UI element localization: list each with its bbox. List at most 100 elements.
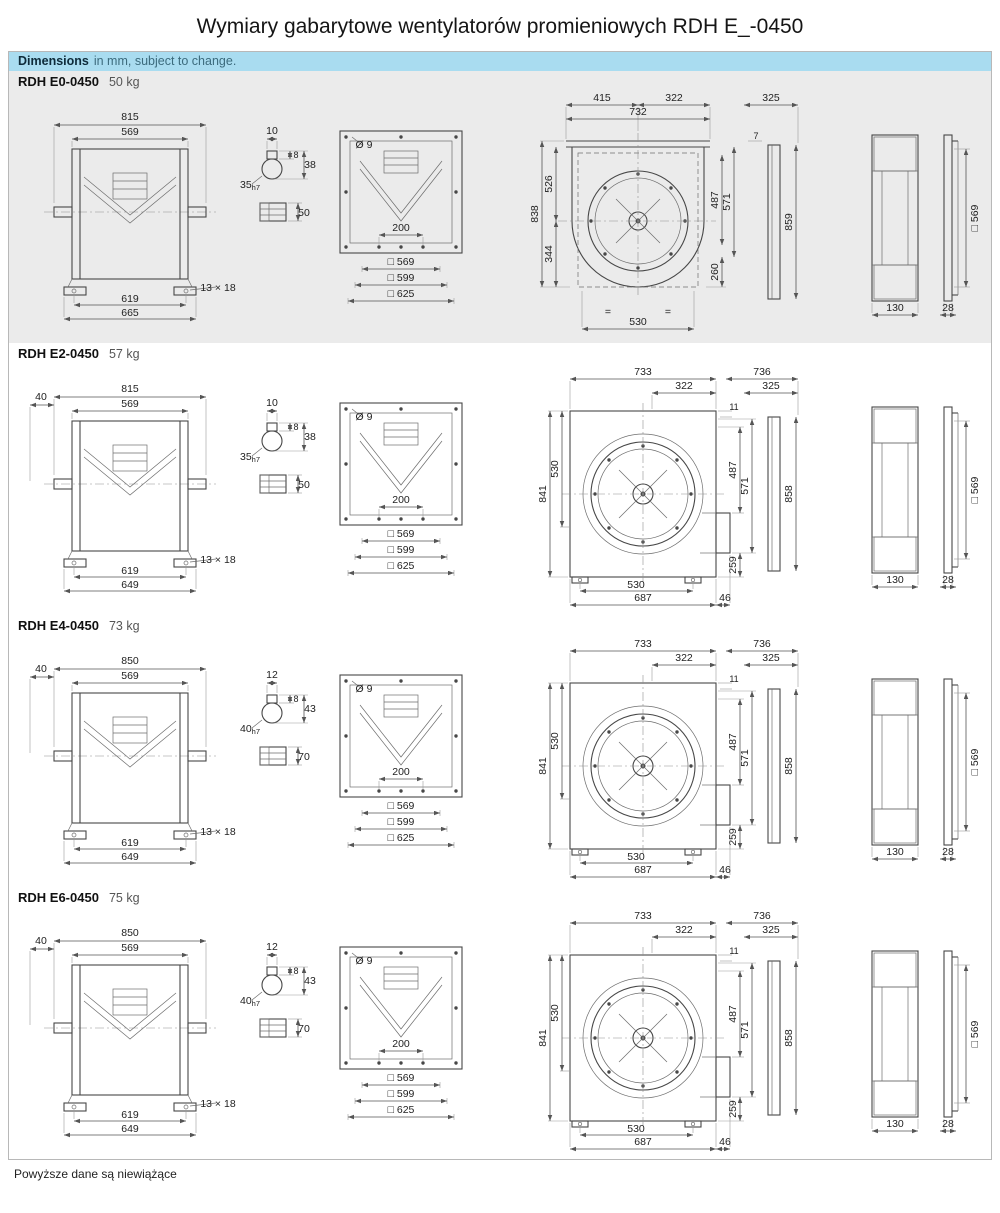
- inlet-panel-view: Ø 9 200 □ 569 □ 599 □ 625: [339, 402, 463, 576]
- dim-plate-square: □ 569: [969, 204, 981, 231]
- fan-side-view: 815 569 619 665 13 × 18: [44, 111, 236, 322]
- model-section: RDH E6-0450 75 kg 850: [9, 887, 991, 1159]
- dim-square-3: □ 625: [388, 832, 415, 844]
- dim-foot-slot-note: 13 × 18: [200, 282, 235, 294]
- dim-center-to-edge: 322: [675, 380, 693, 392]
- dim-shaft-diameter: 40h7: [240, 995, 260, 1008]
- inlet-ring-profile: 130: [871, 950, 919, 1134]
- dim-square-2: □ 599: [388, 544, 415, 556]
- dim-square-2: □ 599: [388, 816, 415, 828]
- dim-key-height: 8: [293, 694, 298, 704]
- scroll-housing-view: 733 322 11 841 530 487 571 259: [537, 366, 799, 608]
- dim-square-1: □ 569: [388, 528, 415, 540]
- dim-square-3: □ 625: [388, 288, 415, 300]
- dim-hub-length: 50: [298, 479, 310, 491]
- dim-plate-gap: 11: [729, 402, 738, 412]
- dim-inlet-frame-height: 571: [721, 193, 733, 211]
- dim-shaft-diameter: 35h7: [240, 179, 260, 192]
- scroll-housing-view: 733 322 11 841 530 487 571 259: [537, 910, 799, 1152]
- dim-bolt-pitch: 200: [392, 494, 410, 506]
- dim-top-to-center: 530: [549, 460, 561, 478]
- dim-plate-height: 858: [783, 485, 795, 503]
- dim-plate-square: □ 569: [969, 1020, 981, 1047]
- dim-foot-span: 530: [627, 1123, 645, 1135]
- dim-overall-width: 850: [121, 655, 139, 667]
- model-weight: 75 kg: [108, 891, 140, 905]
- model-name: RDH E4-0450: [18, 618, 99, 633]
- fan-side-view: 850 569 619 649 13 × 18 40: [29, 655, 236, 866]
- dim-shaft-total: 38: [304, 431, 316, 443]
- dim-shaft-offset-group: 40: [29, 391, 54, 481]
- dim-square-1: □ 569: [388, 1072, 415, 1084]
- dim-base-width: 665: [121, 307, 139, 319]
- dim-base-span: 530: [629, 316, 647, 328]
- wall-plate-profile: □ 569 28: [940, 134, 981, 318]
- shaft-end-detail: 10 8 38 35h7 50: [240, 125, 316, 222]
- dim-plate-thickness: 28: [942, 1118, 954, 1130]
- dim-scroll-width: 733: [634, 910, 652, 922]
- dimensions-label: Dimensions: [18, 54, 89, 68]
- dim-inlet-ring-height: 487: [727, 461, 739, 479]
- dim-base-width: 649: [121, 579, 139, 591]
- dim-key-width: 10: [266, 125, 278, 137]
- dim-bolt-pitch: 200: [392, 766, 410, 778]
- wall-plate-profile: □ 569 28: [940, 406, 981, 590]
- dim-top-to-center: 530: [549, 732, 561, 750]
- dim-shaft-total: 43: [304, 703, 316, 715]
- dim-foot-slot-note: 13 × 18: [200, 1098, 235, 1110]
- inlet-ring-profile: 130: [871, 406, 919, 590]
- dim-bolt-hole-dia: Ø 9: [356, 955, 373, 967]
- equal-mark: =: [665, 306, 671, 318]
- dim-shaft-offset: 40: [35, 663, 47, 675]
- model-name: RDH E2-0450: [18, 346, 99, 361]
- footer-note: Powyższe dane są niewiążące: [14, 1167, 177, 1181]
- dim-housing-width: 569: [121, 398, 139, 410]
- dim-scroll-top-right: 322: [665, 92, 683, 104]
- inlet-panel-view: Ø 9 200 □ 569 □ 599 □ 625: [339, 946, 463, 1120]
- dim-plate-thickness: 28: [942, 846, 954, 858]
- dim-housing-width: 569: [121, 942, 139, 954]
- dimensions-bar: Dimensions in mm, subject to change.: [9, 52, 991, 71]
- dim-key-height: 8: [293, 422, 298, 432]
- dimensions-note: in mm, subject to change.: [93, 54, 237, 68]
- dim-scroll-height-total: 838: [529, 205, 541, 223]
- dim-overall-width: 850: [121, 927, 139, 939]
- dim-scroll-height-total: 841: [537, 485, 549, 503]
- dim-foot-hole-span: 619: [121, 837, 139, 849]
- dimension-drawing: 850 569 619 649 13 × 18 40: [29, 910, 981, 1152]
- shaft-end-detail: 12 8 43 40h7 70: [240, 941, 316, 1038]
- model-name: RDH E6-0450: [18, 890, 99, 905]
- dim-shaft-offset-group: 40: [29, 663, 54, 753]
- dim-bottom-offset: 259: [727, 556, 739, 574]
- dim-plate-total-depth: 736: [753, 910, 771, 922]
- dim-inlet-frame-height: 571: [739, 477, 751, 495]
- dim-base-depth: 687: [634, 864, 652, 876]
- dim-key-width: 10: [266, 397, 278, 409]
- dim-outlet-offset: 46: [719, 864, 731, 876]
- dimension-drawing: 815 569 619 649 13 × 18 40: [29, 366, 981, 608]
- dim-foot-hole-span: 619: [121, 565, 139, 577]
- dim-scroll-width: 733: [634, 366, 652, 378]
- dim-key-height: 8: [293, 966, 298, 976]
- dim-shaft-offset-group: 40: [29, 935, 54, 1025]
- dim-ring-depth: 130: [886, 1118, 904, 1130]
- dim-plate-height: 858: [783, 1029, 795, 1047]
- dim-plate-square: □ 569: [969, 476, 981, 503]
- inlet-panel-view: Ø 9 200 □ 569 □ 599 □ 625: [339, 130, 463, 304]
- model-name: RDH E0-0450: [18, 74, 99, 89]
- dim-plate-gap: 11: [729, 946, 738, 956]
- model-label: RDH E6-0450 75 kg: [9, 887, 991, 907]
- dim-top-to-center: 530: [549, 1004, 561, 1022]
- dim-scroll-top-left: 415: [593, 92, 611, 104]
- dim-center-to-edge: 322: [675, 924, 693, 936]
- dim-shaft-total: 43: [304, 975, 316, 987]
- dim-plate-height: 859: [783, 213, 795, 231]
- equal-mark: =: [605, 306, 611, 318]
- wall-plate-profile: □ 569 28: [940, 950, 981, 1134]
- dim-bolt-hole-dia: Ø 9: [356, 411, 373, 423]
- fan-side-view: 815 569 619 649 13 × 18 40: [29, 383, 236, 594]
- model-weight: 57 kg: [108, 347, 140, 361]
